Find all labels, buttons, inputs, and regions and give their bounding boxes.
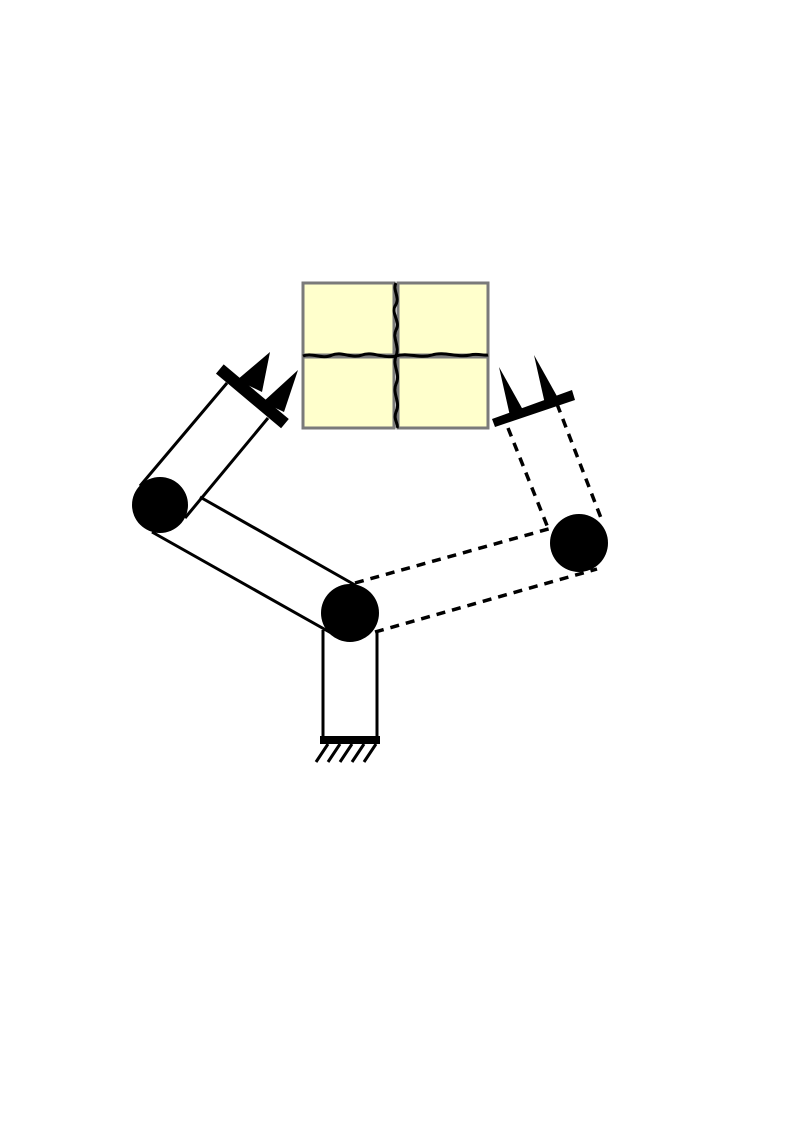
upper-link-bottom-edge [151,530,334,636]
solid-arm-gripper [215,352,298,429]
dashed-arm [354,355,608,634]
ground-hatch-5 [362,743,378,763]
forearm-left-edge [138,382,229,487]
gripper-finger-1 [237,352,270,392]
ground-hatch-4 [350,743,366,763]
gripper-finger-2 [263,370,298,412]
dashed-arm-joint-elbow [550,514,608,572]
ground-hatch-3 [338,743,354,763]
upper-link-top-edge [199,495,356,587]
tile-top-left [301,281,396,357]
dashed-arm-gripper [492,355,575,427]
solid-arm [132,352,379,738]
solid-arm-joint-base [321,584,379,642]
ground-base [314,736,380,763]
dashed-upper-link-bottom-edge [374,567,598,634]
dashed-upper-link-top-edge [354,526,553,585]
crack-horizontal [302,352,489,359]
tile-grid [301,281,490,430]
ground-plate [320,736,380,744]
tile-bottom-left [301,355,396,430]
gripper-finger-2 [534,355,558,404]
dashed-forearm-left-edge [506,427,550,529]
solid-arm-joint-elbow [132,477,188,533]
ground-hatch-2 [326,743,342,763]
gripper-finger-1 [499,367,523,416]
tile-top-right [396,281,490,357]
ground-hatch-1 [314,743,330,763]
gripper-bar [215,364,289,429]
forearm-right-edge [183,417,270,519]
dashed-forearm-right-edge [555,403,603,519]
tile-bottom-right [396,355,490,430]
